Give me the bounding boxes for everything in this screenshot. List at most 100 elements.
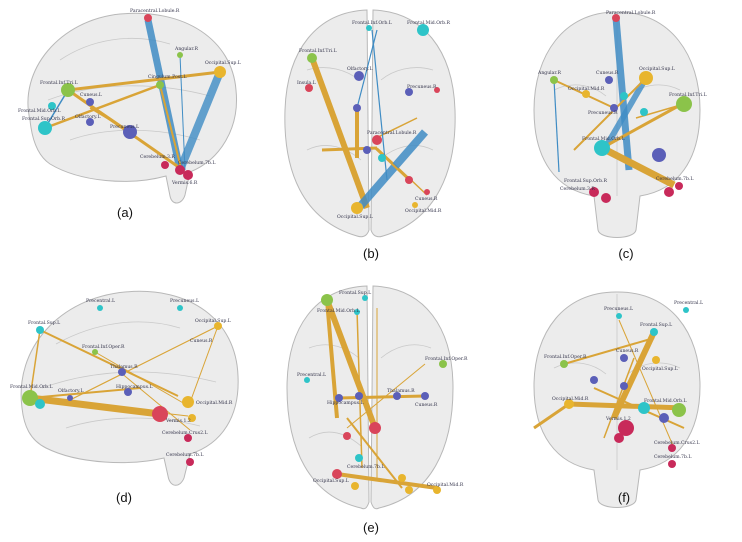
node-label: Cerebelum.7b.L <box>654 454 691 460</box>
node <box>378 154 386 162</box>
node-label: Insula.L <box>297 80 316 86</box>
node <box>86 118 94 126</box>
node <box>405 88 413 96</box>
node-label: Thalamus.R <box>387 388 415 394</box>
node <box>35 399 45 409</box>
node <box>652 148 666 162</box>
node <box>676 96 692 112</box>
brain-network-c: Paracentral.Lobule.R Angular.R Cuneus.R … <box>533 10 707 238</box>
node <box>372 135 382 145</box>
nodes <box>38 14 226 180</box>
node <box>186 458 194 466</box>
node-label: Frontal.Inf.Tri.L <box>669 92 707 98</box>
node <box>124 388 132 396</box>
nodes <box>22 305 222 466</box>
node-label: Olfactory.L <box>58 388 84 394</box>
node-label: Angular.R <box>537 70 562 76</box>
node <box>332 469 342 479</box>
node <box>439 360 447 368</box>
node <box>594 140 610 156</box>
node <box>434 87 440 93</box>
node <box>369 422 381 434</box>
node <box>354 309 360 315</box>
brain-network-f: Precentral.L Precuneus.L Frontal.Sup.L F… <box>533 291 703 508</box>
node-label: Frontal.Mid.Orb.L <box>18 108 61 114</box>
node <box>61 83 75 97</box>
node-label: Precuneus.L <box>170 298 199 304</box>
node <box>214 322 222 330</box>
node <box>589 187 599 197</box>
node <box>560 360 568 368</box>
node-label: Frontal.Sup.Orb.R <box>22 116 65 122</box>
node <box>616 313 622 319</box>
node <box>321 294 333 306</box>
node <box>353 104 361 112</box>
node <box>97 305 103 311</box>
node <box>343 432 351 440</box>
node <box>664 187 674 197</box>
node <box>405 486 413 494</box>
panel-f: Precentral.L Precuneus.L Frontal.Sup.L F… <box>494 268 742 542</box>
node <box>618 420 634 436</box>
node-label: Vermis.1.2 <box>165 418 191 424</box>
node-label: Frontal.Inf.Oper.R <box>544 354 587 360</box>
node-label: Precentral.L <box>674 300 703 306</box>
node <box>144 14 152 22</box>
node-label: Frontal.Mid.Orb.L <box>317 308 360 314</box>
node <box>307 53 317 63</box>
panel-e: Frontal.Mid.Orb.L Frontal.Sup.L Frontal.… <box>247 268 494 542</box>
node <box>668 444 676 452</box>
node-label: Olfactory.L <box>75 114 101 120</box>
node <box>683 307 689 313</box>
node-label: Cerebelum.7b.L <box>656 176 693 182</box>
node <box>675 182 683 190</box>
node-label: Paracentral.Lobule.R <box>130 8 180 14</box>
node-label: Cuneus.R <box>596 70 619 76</box>
node-label: Precuneus.R <box>407 84 437 90</box>
brain-network-a: Paracentral.Lobule.R Angular.R Cingulum.… <box>18 8 241 204</box>
node-label: Frontal.Mid.Orb.R <box>407 20 451 26</box>
node <box>620 354 628 362</box>
node <box>659 413 669 423</box>
node-label: Cingulum.Post.L <box>148 74 186 80</box>
node-label: Frontal.Inf.Orb.L <box>352 20 392 26</box>
node-label: Occipital.Sup.L <box>205 60 241 66</box>
node-labels: Frontal.Mid.Orb.L Frontal.Sup.L Frontal.… <box>297 290 468 488</box>
node <box>184 434 192 442</box>
node-label: Precuneus.L <box>110 124 139 130</box>
node <box>363 146 371 154</box>
node-label: Cerebelum.7b.L <box>347 464 384 470</box>
node <box>424 189 430 195</box>
panel-letter: (b) <box>363 246 379 261</box>
node-label: Cerebelum.3.R <box>560 186 595 192</box>
node-label: Hippocampus.L <box>116 384 153 390</box>
node-labels: Precentral.L Frontal.Sup.L Precuneus.L F… <box>10 298 233 458</box>
edges <box>324 298 438 490</box>
node <box>335 394 343 402</box>
node-label: Frontal.Mid.Orb.L <box>644 398 687 404</box>
node-label: Cuneus.R <box>616 348 639 354</box>
node <box>354 71 364 81</box>
node <box>36 326 44 334</box>
node <box>433 486 441 494</box>
node-label: Precuneus.R <box>588 110 618 116</box>
node <box>48 102 56 110</box>
node <box>183 170 193 180</box>
node-label: Occipital.Sup.L <box>195 318 231 324</box>
node-label: Frontal.Inf.Tri.L <box>299 48 337 54</box>
node-label: Cuneus.R <box>415 402 438 408</box>
nodes <box>305 24 440 214</box>
node-label: Frontal.Mid.Orb.L <box>10 384 53 390</box>
node-label: Occipital.Mid.R <box>427 482 464 488</box>
node-label: Cerebelum.Crus2.L <box>162 430 208 436</box>
brain-network-e: Frontal.Mid.Orb.L Frontal.Sup.L Frontal.… <box>286 285 468 510</box>
node-labels: Precentral.L Precuneus.L Frontal.Sup.L F… <box>544 300 703 460</box>
node <box>214 66 226 78</box>
panel-letter: (a) <box>117 205 133 220</box>
node <box>118 368 126 376</box>
node-label: Frontal.Sup.Orb.R <box>564 178 607 184</box>
node-label: Frontal.Sup.L <box>339 290 371 296</box>
nodes <box>304 294 447 494</box>
node-label: Paracentral.Lobule.R <box>367 130 417 136</box>
node <box>638 402 650 414</box>
